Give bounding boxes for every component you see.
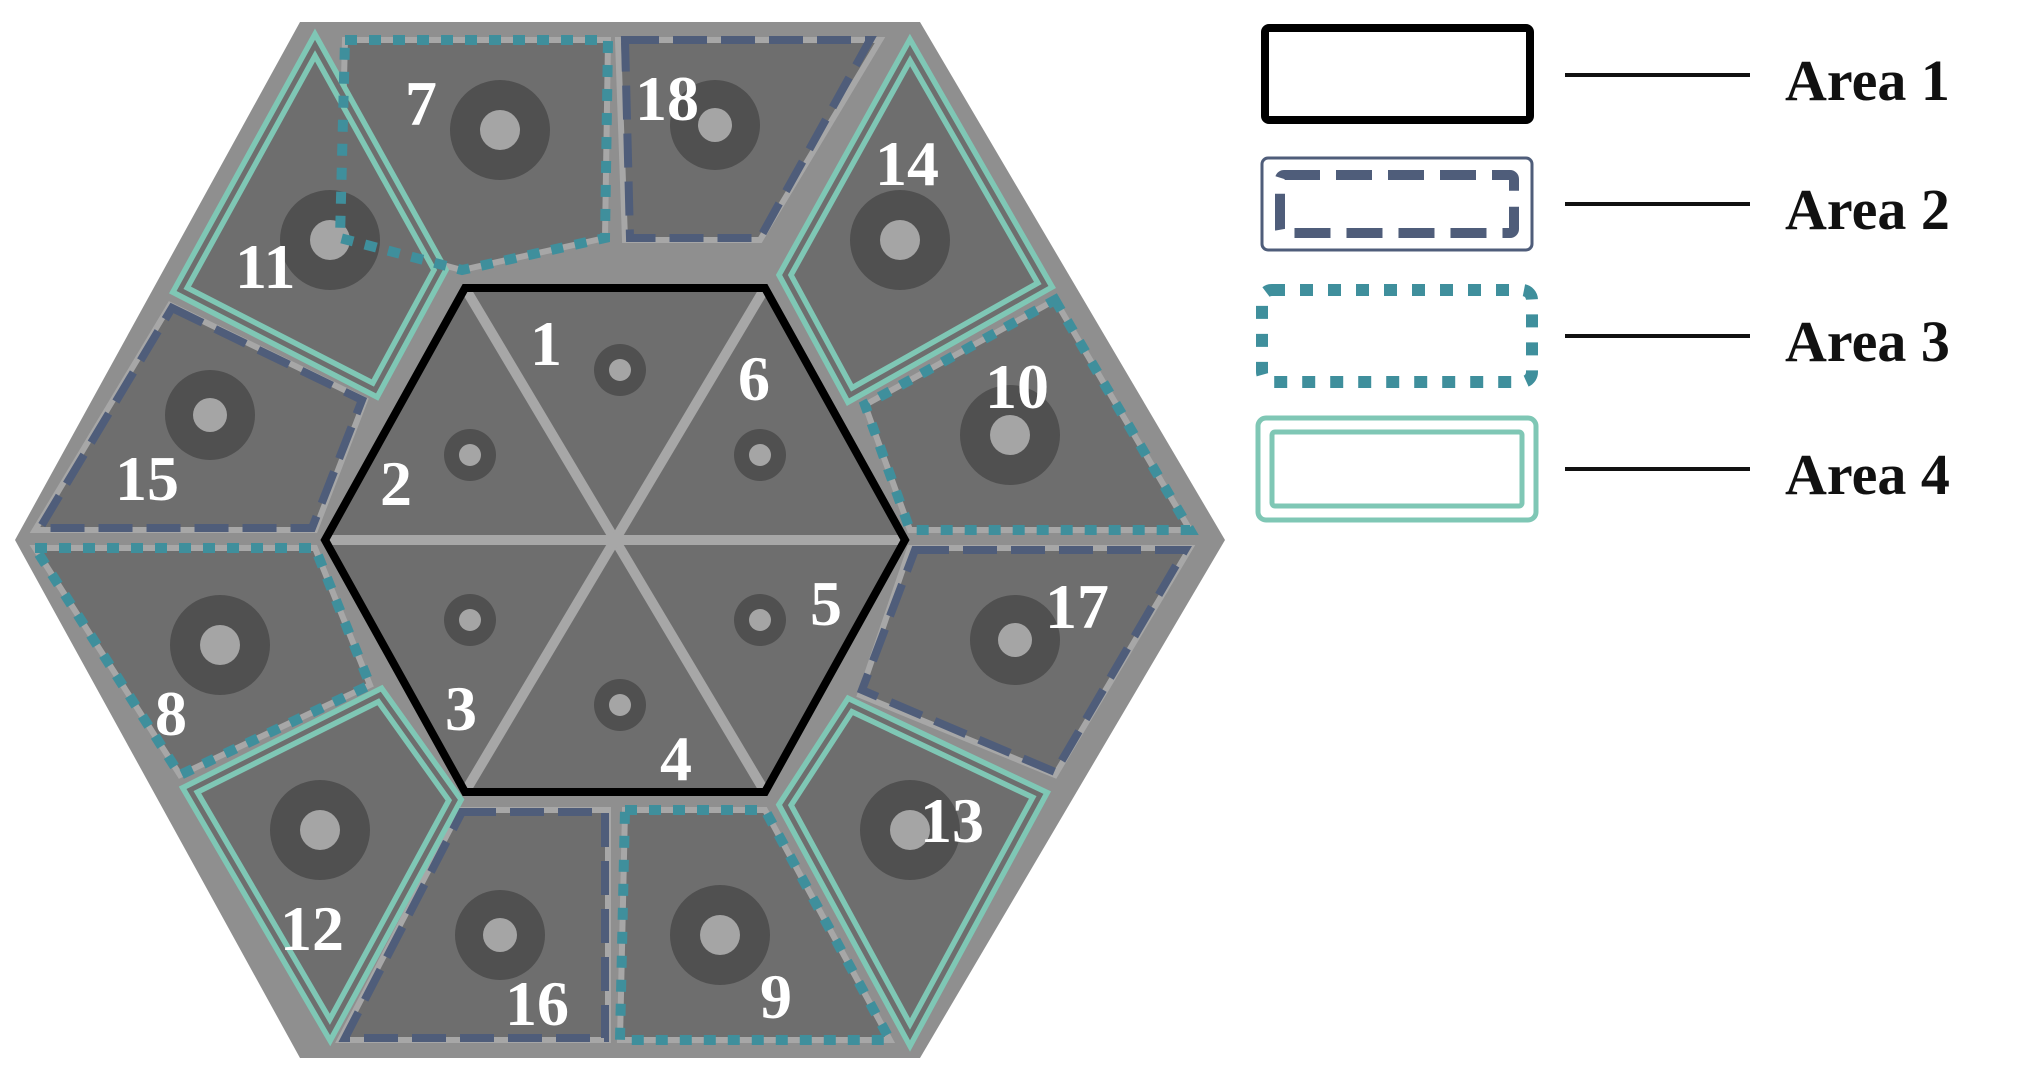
legend-label-area-3: Area 3 [1785, 309, 1950, 374]
legend-swatch-area-2-inner [1275, 170, 1519, 238]
sensor-dot [193, 398, 227, 432]
cell-label-17: 17 [1045, 571, 1109, 642]
cell-label-8: 8 [155, 678, 187, 749]
cell-label-13: 13 [920, 785, 984, 856]
sensor-dot [880, 220, 920, 260]
area-2-borders [32, 36, 1192, 1042]
cell-label-2: 2 [380, 448, 412, 519]
sensor-dot [609, 359, 631, 381]
sensor-dot [480, 110, 520, 150]
legend-swatch-area-1 [1261, 24, 1534, 124]
sensor-dot [749, 609, 771, 631]
legend-swatch-area-3 [1256, 284, 1538, 388]
cell-label-18: 18 [635, 63, 699, 134]
area-4-borders [169, 28, 1056, 1052]
cell-label-9: 9 [760, 961, 792, 1032]
sensor-dot [700, 915, 740, 955]
cell-label-15: 15 [115, 443, 179, 514]
cell-label-11: 11 [235, 231, 295, 302]
legend-swatch-area-4 [1255, 415, 1539, 523]
sensor-dot [483, 918, 517, 952]
cell-label-12: 12 [280, 893, 344, 964]
cell-label-5: 5 [810, 568, 842, 639]
cell-label-6: 6 [738, 343, 770, 414]
area-3-borders [25, 35, 1199, 1045]
legend-label-area-4: Area 4 [1785, 442, 1950, 507]
cell-label-10: 10 [985, 351, 1049, 422]
cell-label-4: 4 [660, 723, 692, 794]
cell-label-3: 3 [445, 673, 477, 744]
legend-swatch-area-4-inner [1269, 429, 1525, 509]
cell-label-7: 7 [405, 68, 437, 139]
legend-label-area-1: Area 1 [1785, 48, 1950, 113]
sensor-dot [200, 625, 240, 665]
cell-label-14: 14 [875, 128, 939, 199]
sensor-dot [698, 108, 732, 142]
legend-swatch-area-2 [1260, 156, 1534, 252]
area-1-border [320, 284, 910, 796]
sensor-dot [998, 623, 1032, 657]
cell-labels: 1 2 3 4 5 6 7 8 9 10 11 12 13 14 15 16 1… [115, 63, 1109, 1039]
cell-label-1: 1 [530, 308, 562, 379]
sensor-dot [990, 415, 1030, 455]
sensor-dot [890, 810, 930, 850]
legend-label-area-2: Area 2 [1785, 177, 1950, 242]
sensor-rings [165, 80, 1060, 985]
sensor-dot [609, 694, 631, 716]
legend: Area 1 Area 2 Area 3 Area 4 [1255, 24, 1950, 523]
sensor-dot [749, 444, 771, 466]
cell-label-16: 16 [505, 968, 569, 1039]
sensor-dot [310, 220, 350, 260]
sensor-dot [459, 444, 481, 466]
sensor-dot [459, 609, 481, 631]
sensor-dot [300, 810, 340, 850]
inner-dividers [325, 285, 905, 795]
